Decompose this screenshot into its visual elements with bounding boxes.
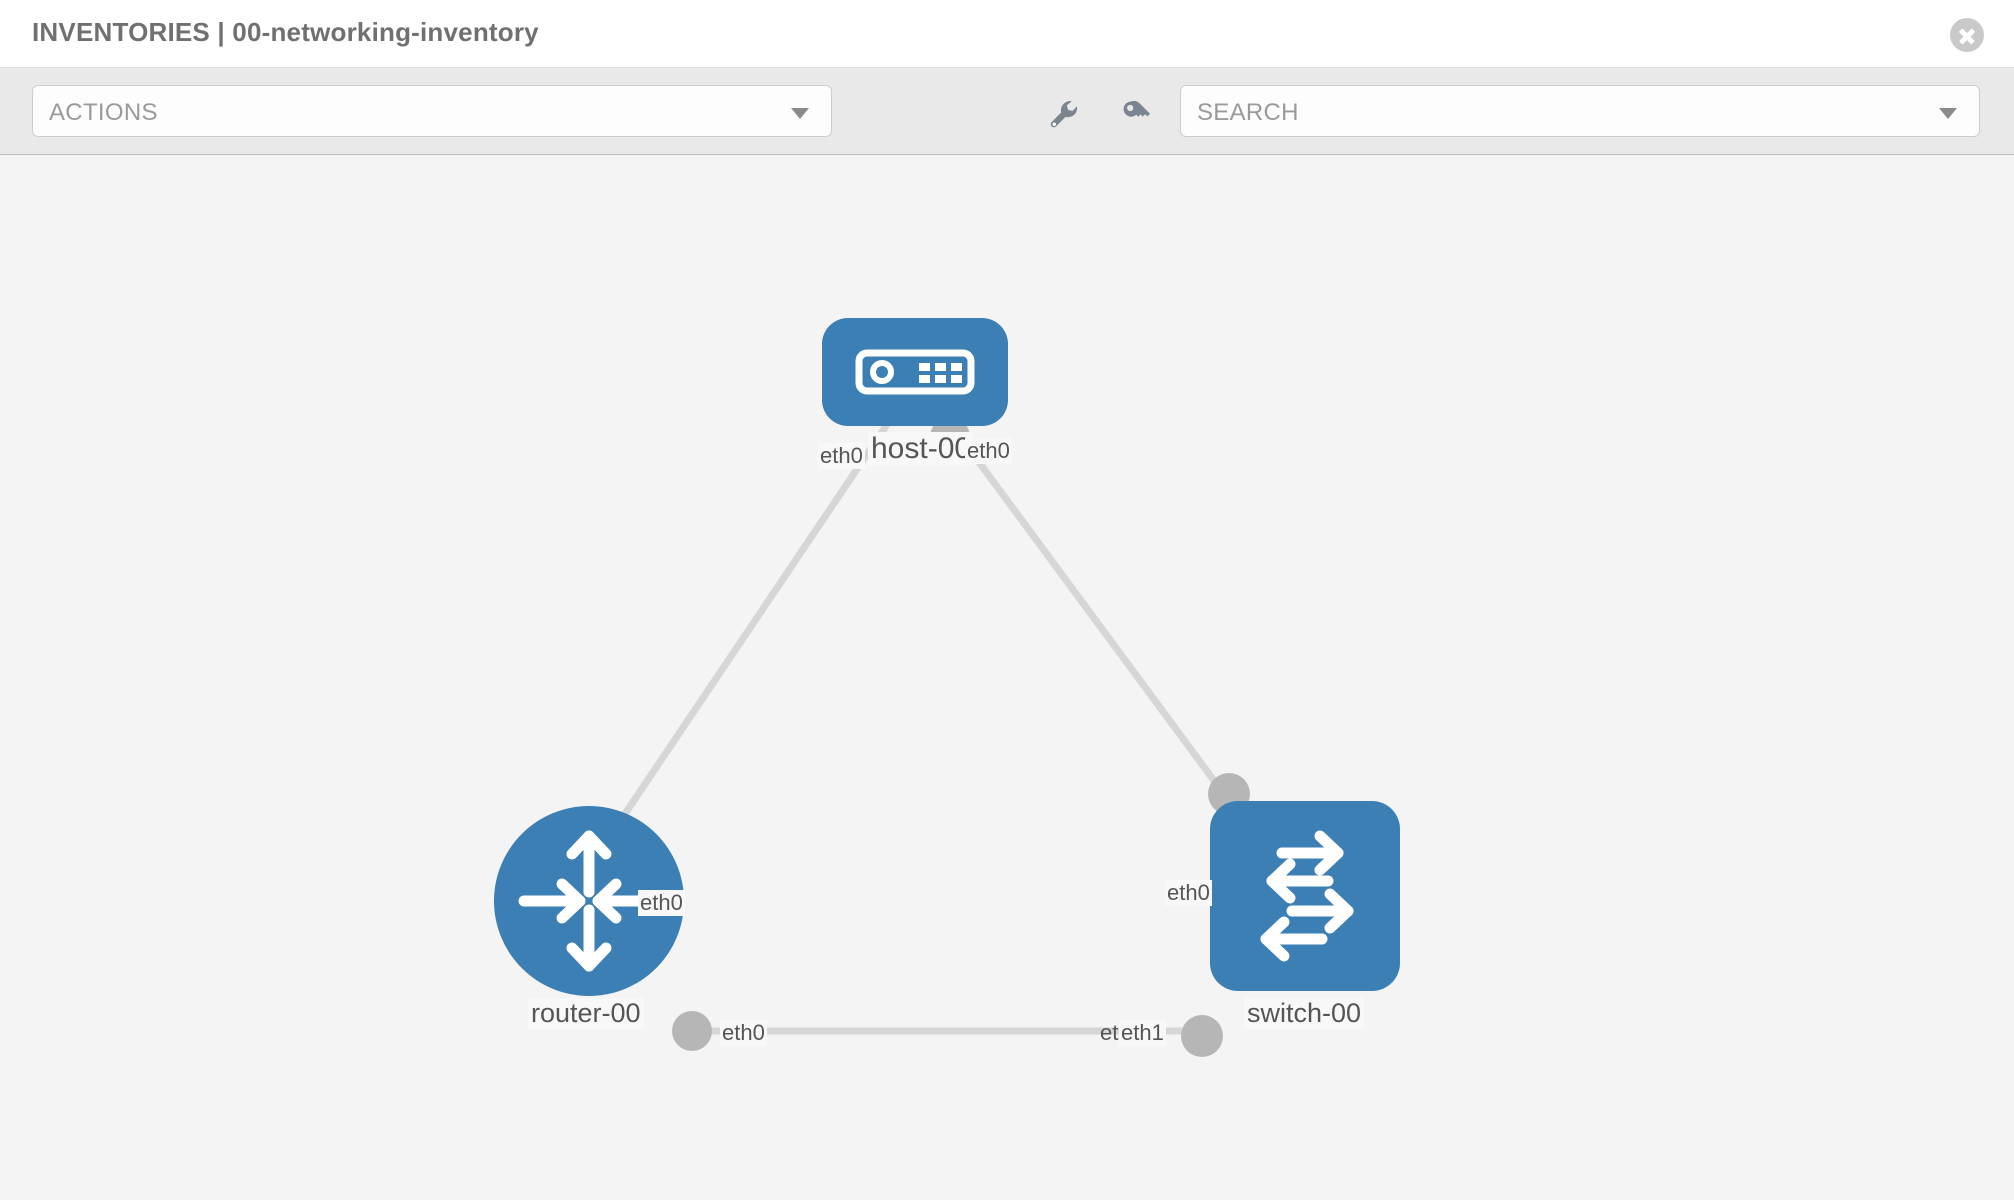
host-node-shape[interactable] [822, 318, 1008, 426]
key-icon[interactable] [1118, 96, 1154, 132]
router-arrows-icon [518, 830, 660, 972]
actions-dropdown[interactable]: ACTIONS [32, 85, 832, 137]
iface-label-switch-horizontal-b: eth1 [1119, 1020, 1166, 1046]
search-placeholder: SEARCH [1197, 99, 1299, 126]
search-input[interactable]: SEARCH [1180, 85, 1980, 137]
link-host-router [600, 419, 892, 849]
actions-dropdown-label: ACTIONS [49, 99, 158, 126]
host-node-label: host-00 [868, 432, 975, 466]
router-node-label: router-00 [528, 998, 644, 1029]
port-icon [1181, 1015, 1223, 1057]
wrench-icon[interactable] [1046, 96, 1082, 132]
iface-label-host-right: eth0 [965, 438, 1012, 464]
port-icon [672, 1011, 712, 1051]
iface-label-switch-diagonal: eth0 [1165, 880, 1212, 906]
close-icon[interactable] [1950, 18, 1984, 52]
page-title: INVENTORIES | 00-networking-inventory [32, 17, 539, 47]
chevron-down-icon [1939, 108, 1957, 119]
topology-canvas[interactable]: host-00 router-00 [0, 155, 2014, 1200]
switch-node-label: switch-00 [1244, 998, 1365, 1029]
switch-arrows-icon [1260, 830, 1354, 962]
page-header: INVENTORIES | 00-networking-inventory [0, 0, 2014, 68]
iface-label-router-horizontal: eth0 [720, 1020, 767, 1046]
toolbar: ACTIONS SEARCH [0, 68, 2014, 155]
chevron-down-icon [791, 108, 809, 119]
iface-label-router-diagonal: eth0 [638, 890, 685, 916]
switch-node-shape[interactable] [1210, 801, 1400, 991]
topology-links [600, 419, 1236, 1035]
link-host-switch [946, 419, 1236, 809]
iface-label-host-left: eth0 [818, 443, 865, 469]
server-icon [855, 349, 975, 395]
